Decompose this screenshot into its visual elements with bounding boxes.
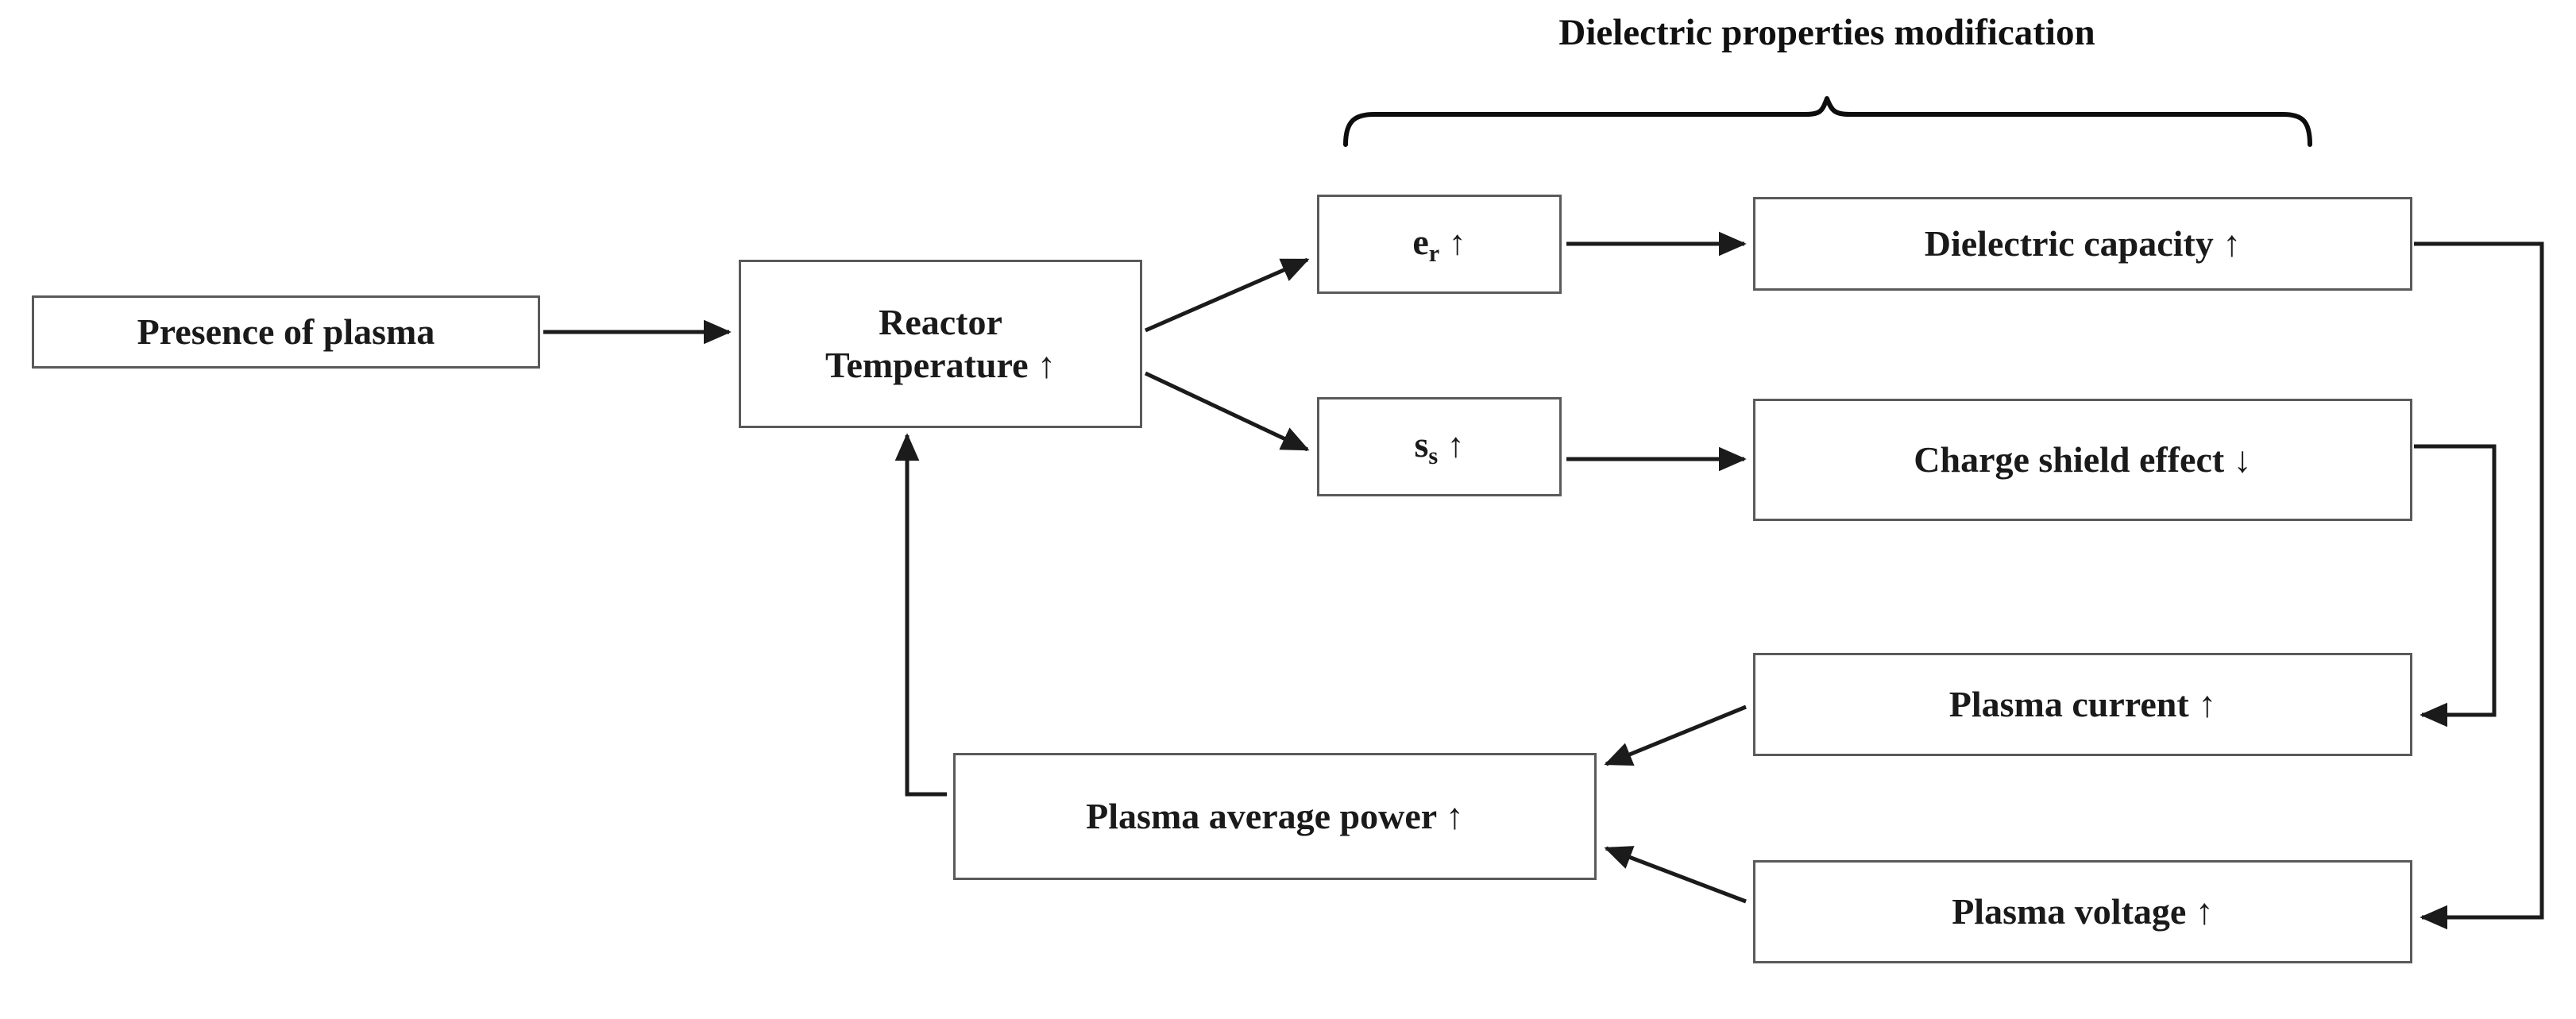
edge-voltage-to-avgpower xyxy=(1604,846,1747,904)
node-plasma-current-label: Plasma current ↑ xyxy=(1948,683,2217,724)
node-relative-permittivity-label: er ↑ xyxy=(1404,221,1473,268)
relative-permittivity-up-arrow-icon: ↑ xyxy=(1448,223,1466,262)
node-relative-permittivity[interactable]: er ↑ xyxy=(1317,195,1562,294)
node-dielectric-capacity-label: Dielectric capacity ↑ xyxy=(1924,222,2242,264)
edge-shield-to-current xyxy=(2414,444,2497,728)
node-plasma-current[interactable]: Plasma current ↑ xyxy=(1753,653,2412,756)
edge-current-to-avgpower xyxy=(1604,704,1747,766)
surface-conductivity-subscript: s xyxy=(1428,442,1439,469)
node-presence-of-plasma[interactable]: Presence of plasma xyxy=(32,295,540,369)
reactor-temperature-line-1: Reactor xyxy=(879,301,1002,342)
surface-conductivity-up-arrow-icon: ↑ xyxy=(1446,426,1465,465)
node-surface-conductivity-label: ss ↑ xyxy=(1406,423,1472,471)
node-reactor-temperature[interactable]: Reactor Temperature ↑ xyxy=(739,260,1142,428)
node-surface-conductivity[interactable]: ss ↑ xyxy=(1317,397,1562,496)
curly-brace-dielectric-group xyxy=(1343,96,2312,147)
edge-reactor-to-conductivity xyxy=(1144,371,1310,452)
surface-conductivity-symbol: s xyxy=(1414,423,1429,465)
node-reactor-temperature-label: Reactor Temperature ↑ xyxy=(817,301,1064,388)
relative-permittivity-symbol: e xyxy=(1412,221,1429,262)
relative-permittivity-subscript: r xyxy=(1428,239,1440,267)
node-charge-shield-effect[interactable]: Charge shield effect ↓ xyxy=(1753,399,2412,521)
edge-capacity-to-voltage xyxy=(2414,241,2544,930)
node-plasma-voltage-label: Plasma voltage ↑ xyxy=(1952,890,2214,932)
node-plasma-average-power-label: Plasma average power ↑ xyxy=(1086,795,1464,836)
edge-avgpower-to-reactor xyxy=(894,433,947,797)
edge-reactor-to-permittivity xyxy=(1145,257,1310,333)
group-caption-dielectric-properties: Dielectric properties modification xyxy=(1558,12,2095,53)
node-presence-of-plasma-label: Presence of plasma xyxy=(137,311,435,352)
node-charge-shield-effect-label: Charge shield effect ↓ xyxy=(1914,438,2252,480)
node-dielectric-capacity[interactable]: Dielectric capacity ↑ xyxy=(1753,197,2412,291)
node-plasma-average-power[interactable]: Plasma average power ↑ xyxy=(953,753,1597,880)
reactor-temperature-line-2: Temperature ↑ xyxy=(825,345,1056,385)
node-plasma-voltage[interactable]: Plasma voltage ↑ xyxy=(1753,860,2412,963)
